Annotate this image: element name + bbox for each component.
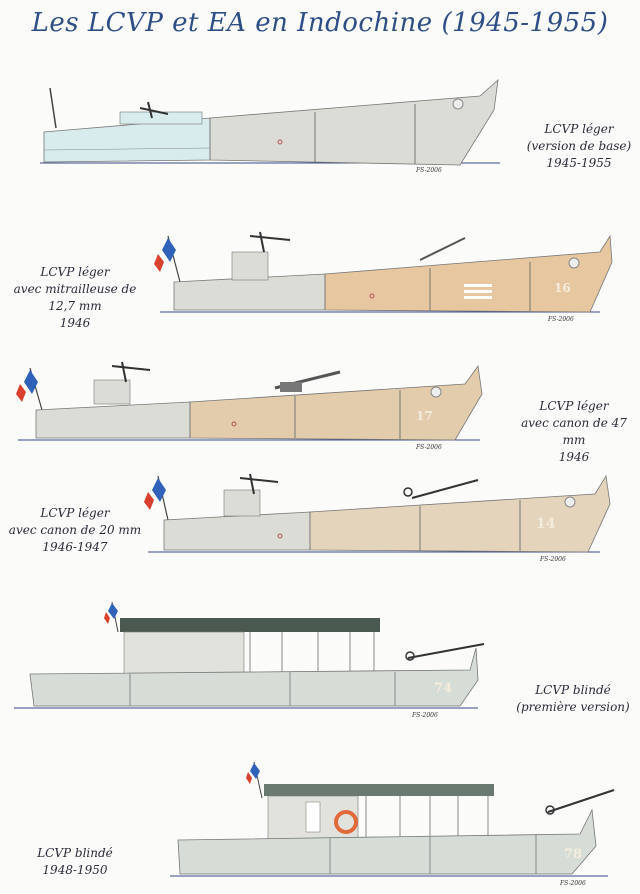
artist-signature: FS-2006 [416, 444, 442, 451]
caption-line: (première version) [516, 700, 630, 714]
caption-line: 1945-1955 [546, 156, 612, 170]
caption-line: 1948-1950 [42, 863, 108, 877]
caption-lcvp-base: LCVP léger (version de base) 1945-1955 [520, 121, 638, 172]
caption-lcvp-canon-20: LCVP léger avec canon de 20 mm 1946-1947 [0, 505, 150, 556]
lcvp-mitrailleuse-drawing: 16 [154, 231, 613, 313]
lcvp-canon-47-drawing: 17 [16, 361, 483, 441]
lcvp-blinde-2-drawing: 78 [170, 761, 615, 877]
caption-line: LCVP blindé [37, 846, 113, 860]
caption-line: LCVP léger [544, 122, 614, 136]
caption-line: LCVP léger [40, 265, 110, 279]
caption-line: avec canon de 47 mm [521, 416, 627, 447]
lcvp-canon-20-drawing: 14 [144, 473, 611, 553]
caption-lcvp-canon-47: LCVP léger avec canon de 47 mm 1946 [510, 398, 638, 466]
hull-number: 16 [554, 281, 571, 295]
hull-number: 74 [434, 681, 452, 696]
caption-line: LCVP léger [539, 399, 609, 413]
artist-signature: FS-2006 [416, 167, 442, 174]
lcvp-blinde-1-drawing: 74 [14, 601, 485, 709]
artist-signature: FS-2006 [560, 880, 586, 887]
caption-lcvp-blinde-2: LCVP blindé 1948-1950 [10, 845, 140, 879]
caption-line: LCVP blindé [535, 683, 611, 697]
caption-lcvp-mitrailleuse: LCVP léger avec mitrailleuse de 12,7 mm … [0, 264, 150, 332]
caption-line: avec mitrailleuse de 12,7 mm [13, 282, 137, 313]
lcvp-base-drawing [40, 78, 500, 166]
caption-line: 1946 [558, 450, 590, 464]
hull-number: 14 [536, 516, 556, 532]
artist-signature: FS-2006 [412, 712, 438, 719]
page-title: Les LCVP et EA en Indochine (1945-1955) [31, 8, 609, 38]
artist-signature: FS-2006 [548, 316, 574, 323]
hull-number: 17 [416, 409, 433, 423]
caption-line: LCVP léger [40, 506, 110, 520]
caption-line: 1946-1947 [42, 540, 108, 554]
caption-line: (version de base) [526, 139, 632, 153]
caption-line: 1946 [59, 316, 91, 330]
hull-number: 78 [564, 847, 582, 862]
caption-line: avec canon de 20 mm [8, 523, 142, 537]
caption-lcvp-blinde-1: LCVP blindé (première version) [508, 682, 638, 716]
artist-signature: FS-2006 [540, 556, 566, 563]
